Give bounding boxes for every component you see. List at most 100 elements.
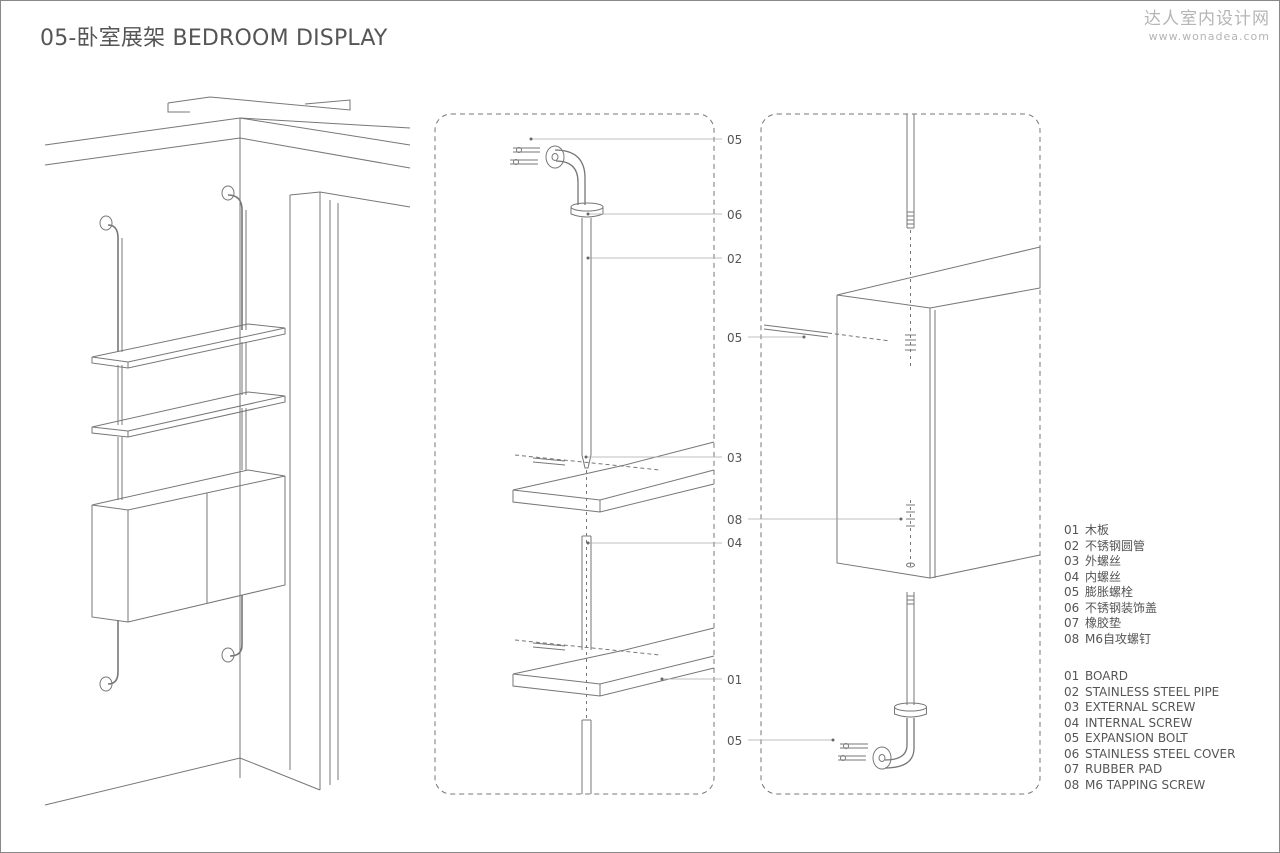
legend-number: 01: [1064, 523, 1080, 537]
ceiling-right-line: [239, 117, 411, 146]
legend-label: STAINLESS STEEL PIPE: [1085, 684, 1220, 699]
legend-number: 01: [1064, 669, 1080, 683]
pipe-upper: [581, 218, 592, 455]
flange-icon: [99, 676, 113, 692]
isometric-overview: [44, 96, 411, 806]
cover-top: [570, 202, 604, 212]
legend-item: 01 BOARD: [1064, 669, 1235, 685]
legend-label: INTERNAL SCREW: [1085, 715, 1193, 730]
leader-dot: [586, 256, 590, 260]
flange-icon: [545, 145, 565, 169]
legend-label: 木板: [1085, 523, 1110, 537]
dashed-frame-2: [760, 113, 1041, 795]
legend-label: BOARD: [1085, 669, 1129, 683]
legend-number: 08: [1064, 631, 1080, 646]
callout-label: 08: [727, 513, 742, 527]
legend-number: 07: [1064, 762, 1080, 776]
page-title: 05-卧室展架 BEDROOM DISPLAY: [40, 26, 388, 51]
screw-head-icon: [906, 562, 915, 568]
cabinet-box-side: [836, 295, 931, 579]
legend-number: 06: [1064, 600, 1080, 615]
legend-item: 07 RUBBER PAD: [1064, 762, 1235, 778]
pipe-right-low: [241, 408, 247, 470]
pipe-right-bottom: [229, 595, 243, 657]
pipe-bend-bottom-outer: [884, 718, 915, 769]
cabinet-box-bottom: [929, 554, 1041, 579]
legend-number: 08: [1064, 777, 1080, 792]
bolt-head-icon: [516, 147, 522, 153]
legend-label: 膨胀螺栓: [1085, 585, 1134, 599]
legend-label: 橡胶垫: [1085, 616, 1122, 630]
leader-dot: [584, 455, 588, 459]
thread-icon: [907, 211, 914, 229]
pipe-lower-right: [906, 592, 915, 705]
pipe-left-low: [117, 437, 123, 500]
flange-hole-icon: [878, 754, 886, 762]
leader-dot: [586, 212, 590, 216]
beam-side: [167, 103, 190, 113]
door-frame-top: [289, 191, 411, 208]
callout-label: 02: [727, 252, 742, 266]
shelf-top-1: [91, 323, 286, 363]
shelf-top-2: [91, 391, 286, 432]
leader-dot: [586, 541, 590, 545]
pipe-bend-bottom: [884, 718, 908, 761]
screw-axis-line-2: [514, 639, 661, 656]
watermark-logo: 达人室内设计网 www.wonadea.com: [1144, 4, 1270, 43]
flange-icon: [221, 647, 235, 663]
legend-number: 07: [1064, 616, 1080, 630]
leader-dot: [529, 137, 533, 141]
legend-label: EXPANSION BOLT: [1085, 731, 1188, 745]
leader-dot: [831, 738, 835, 742]
tapping-screw-icon: [906, 504, 915, 527]
leader-lines-right: [748, 336, 901, 741]
bolt-axis-line: [827, 332, 891, 342]
ceiling-right-line-2: [239, 137, 411, 169]
callout-label: 03: [727, 451, 742, 465]
bolt-head-icon: [840, 755, 846, 761]
board-lower-top: [512, 627, 715, 675]
detail-panel-middle: [434, 113, 715, 795]
screw-axis-line: [514, 454, 661, 471]
screw-icon: [532, 642, 566, 651]
screw-icon: [532, 457, 566, 466]
callout-label: 05: [727, 133, 742, 147]
legend-label: M6 TAPPING SCREW: [1085, 777, 1206, 792]
leader-dot: [660, 677, 664, 681]
leader-dot: [802, 335, 806, 339]
cover-body: [894, 707, 927, 718]
leader-dot: [899, 517, 903, 521]
watermark-cn: 达人室内设计网: [1144, 9, 1270, 29]
expansion-bolt-icon: [763, 324, 829, 338]
cover-body: [570, 207, 604, 218]
legend-label: RUBBER PAD: [1085, 762, 1163, 776]
legend-number: 03: [1064, 700, 1080, 714]
flange-icon: [221, 185, 235, 201]
floor-line: [44, 757, 321, 806]
dashed-frame: [434, 113, 715, 795]
flange-icon: [99, 215, 113, 231]
cabinet-top: [91, 469, 286, 511]
leader-lines-middle: [531, 138, 722, 680]
bolt-head-icon: [843, 743, 849, 749]
board-upper-edge: [512, 469, 715, 501]
callout-label: 05: [727, 331, 742, 345]
pipe-middle: [581, 536, 592, 650]
leader-dots-right: [802, 335, 903, 742]
pipe-lower: [581, 720, 592, 794]
ceiling-edge-line-2: [44, 137, 241, 166]
leader-dots-middle: [529, 137, 664, 681]
cabinet-front: [127, 476, 286, 623]
legend-label: STAINLESS STEEL COVER: [1085, 746, 1236, 761]
